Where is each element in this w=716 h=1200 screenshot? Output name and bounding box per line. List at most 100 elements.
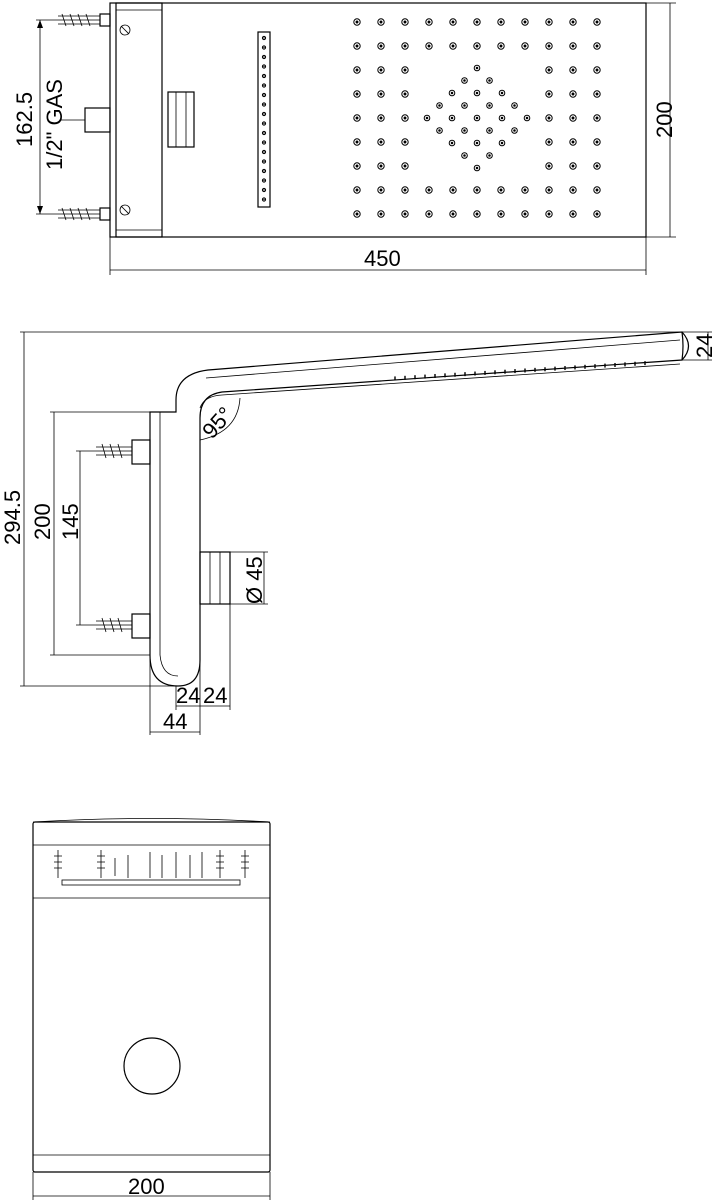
nozzle-core (547, 116, 551, 120)
nozzle-center-core (488, 154, 491, 157)
front-view: 200 (32, 818, 271, 1200)
nozzle-center (498, 114, 506, 122)
nozzle-core (379, 140, 383, 144)
nozzle (545, 90, 553, 98)
nozzle (353, 210, 361, 218)
side-anchor-bottom (96, 613, 151, 639)
nozzle-core (379, 212, 383, 216)
nozzle (449, 18, 457, 26)
dim-200-side (50, 411, 150, 656)
nozzle (521, 186, 529, 194)
dim-44-label: 44 (163, 709, 187, 734)
nozzle (473, 210, 481, 218)
nozzle-core (595, 68, 599, 72)
slot-nozzle-core (263, 75, 265, 77)
slot-nozzle (261, 197, 267, 202)
wall-anchors (58, 13, 111, 221)
dim-24-right-label: 24 (203, 683, 227, 708)
anchor-bottom (58, 207, 111, 221)
nozzle-core (355, 116, 359, 120)
nozzle (545, 138, 553, 146)
nozzle-core (499, 44, 503, 48)
nozzle-core (547, 164, 551, 168)
slot-nozzle (261, 149, 267, 155)
nozzle-center (473, 164, 481, 172)
nozzle-center (461, 152, 468, 159)
nozzle (497, 42, 505, 50)
slot-nozzle-core (263, 122, 265, 125)
nozzle (353, 138, 361, 146)
nozzle-center (461, 77, 468, 84)
side-nozzles (394, 361, 646, 381)
nozzle-center (461, 127, 468, 134)
slot-nozzle (261, 64, 267, 69)
slot-nozzle (261, 54, 267, 60)
nozzle (401, 138, 409, 146)
nozzle (593, 42, 601, 50)
nozzle-center (511, 127, 518, 134)
dim-294-5 (20, 331, 682, 687)
nozzle-center-core (488, 79, 491, 82)
slot-nozzle (261, 140, 267, 145)
nozzle-center-core (463, 79, 466, 82)
nozzle-center (473, 114, 481, 122)
nozzle-core (547, 20, 551, 24)
nozzle (377, 114, 385, 122)
nozzle-center-core (463, 129, 466, 132)
slot-nozzle-core (263, 113, 265, 115)
nozzle-center (486, 127, 493, 134)
valve-cover (123, 1037, 181, 1095)
nozzle (569, 114, 577, 122)
nozzle-grid (353, 18, 601, 218)
nozzle (401, 18, 409, 26)
dim-bottom-offsets (149, 604, 231, 735)
nozzle (377, 42, 385, 50)
dim-450 (109, 237, 647, 275)
nozzle-core (403, 164, 407, 168)
valve-block (167, 91, 195, 148)
nozzle-core (403, 92, 407, 96)
nozzle-core (595, 92, 599, 96)
nozzle-center-core (463, 154, 466, 157)
nozzle (401, 114, 409, 122)
nozzle-diamond (423, 64, 531, 172)
nozzle-center (498, 139, 506, 147)
nozzle-core (499, 212, 503, 216)
nozzle-center-core (463, 104, 466, 107)
nozzle-core (523, 20, 527, 24)
nozzle (425, 210, 433, 218)
nozzle-center (448, 139, 456, 147)
nozzle (545, 114, 553, 122)
dim-162-5-label: 162.5 (12, 92, 37, 147)
slot-nozzle-core (263, 151, 265, 153)
nozzle (353, 90, 361, 98)
nozzle (569, 42, 577, 50)
nozzle-core (595, 116, 599, 120)
nozzle-center-core (475, 166, 479, 170)
dim-162-5 (36, 19, 58, 215)
slot-nozzle (261, 178, 267, 183)
nozzle-core (427, 44, 431, 48)
nozzle-center-core (500, 116, 504, 120)
slot-nozzle (261, 130, 267, 136)
nozzle-center-core (450, 116, 454, 120)
slot-nozzle-core (263, 56, 265, 58)
dim-24-left-label: 24 (176, 683, 200, 708)
nozzle-center-core (438, 104, 441, 107)
nozzle (353, 18, 361, 26)
nozzle-core (427, 20, 431, 24)
nozzle (449, 210, 457, 218)
nozzle (569, 90, 577, 98)
nozzle-core (571, 44, 575, 48)
nozzle-center (486, 77, 493, 84)
nozzle-center-core (475, 91, 479, 95)
anchor-top (58, 13, 111, 27)
dim-24-tip-label: 24 (692, 334, 716, 358)
nozzle-core (571, 20, 575, 24)
nozzle (521, 42, 529, 50)
front-screws (54, 850, 249, 878)
nozzle-center-core (488, 129, 491, 132)
slot-nozzle (261, 102, 267, 107)
nozzle-center-core (475, 66, 479, 70)
